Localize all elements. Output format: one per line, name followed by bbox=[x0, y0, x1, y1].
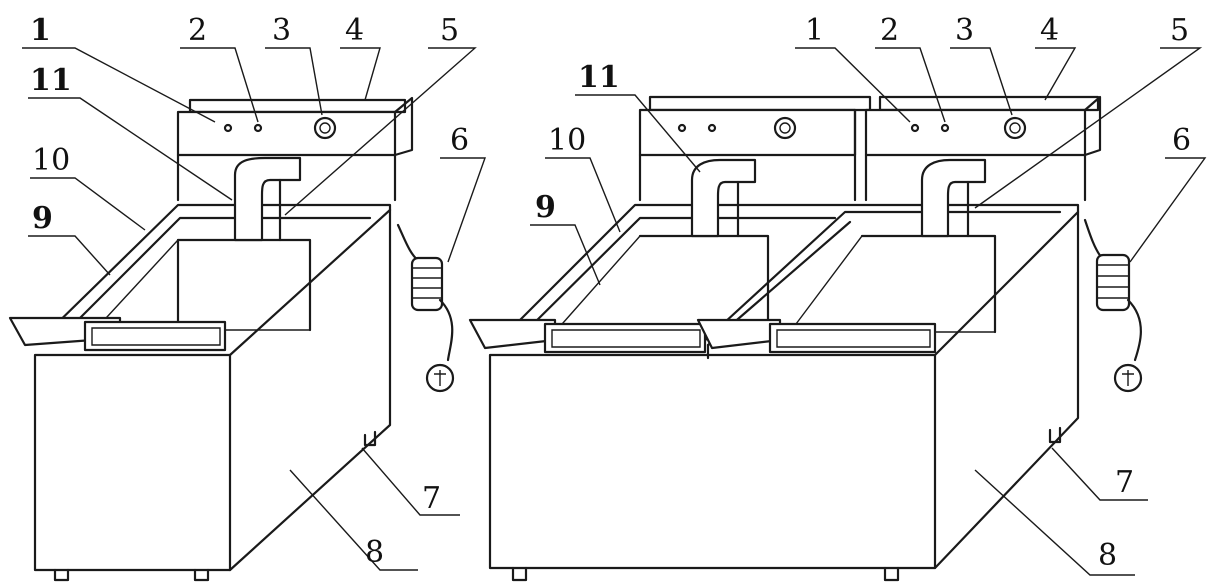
label-right-2: 2 bbox=[880, 13, 899, 48]
label-left-2: 2 bbox=[188, 13, 207, 48]
label-left-11: 11 bbox=[30, 63, 72, 98]
label-left-6: 6 bbox=[450, 123, 469, 158]
label-left-1: 1 bbox=[30, 13, 51, 48]
label-left-9: 9 bbox=[32, 201, 53, 236]
label-right-1: 1 bbox=[805, 13, 824, 48]
single-fryer bbox=[8, 96, 455, 582]
label-right-3: 3 bbox=[955, 13, 974, 48]
label-left-10: 10 bbox=[32, 143, 70, 178]
label-right-9: 9 bbox=[535, 190, 556, 225]
left-labels: 1 2 3 4 5 6 7 8 9 10 11 bbox=[30, 13, 469, 570]
label-left-4: 4 bbox=[345, 13, 364, 48]
label-right-7: 7 bbox=[1115, 465, 1134, 500]
label-left-3: 3 bbox=[272, 13, 291, 48]
leader-lines bbox=[22, 47, 1207, 576]
label-right-8: 8 bbox=[1098, 538, 1117, 573]
label-left-7: 7 bbox=[422, 481, 441, 516]
label-right-11: 11 bbox=[578, 60, 620, 95]
label-left-5: 5 bbox=[440, 13, 459, 48]
label-right-10: 10 bbox=[548, 123, 586, 158]
label-right-4: 4 bbox=[1040, 13, 1059, 48]
right-labels: 1 2 3 4 5 6 7 8 9 10 11 bbox=[535, 13, 1191, 573]
label-left-8: 8 bbox=[365, 535, 384, 570]
label-right-6: 6 bbox=[1172, 123, 1191, 158]
label-right-5: 5 bbox=[1170, 13, 1189, 48]
double-fryer bbox=[468, 95, 1143, 582]
